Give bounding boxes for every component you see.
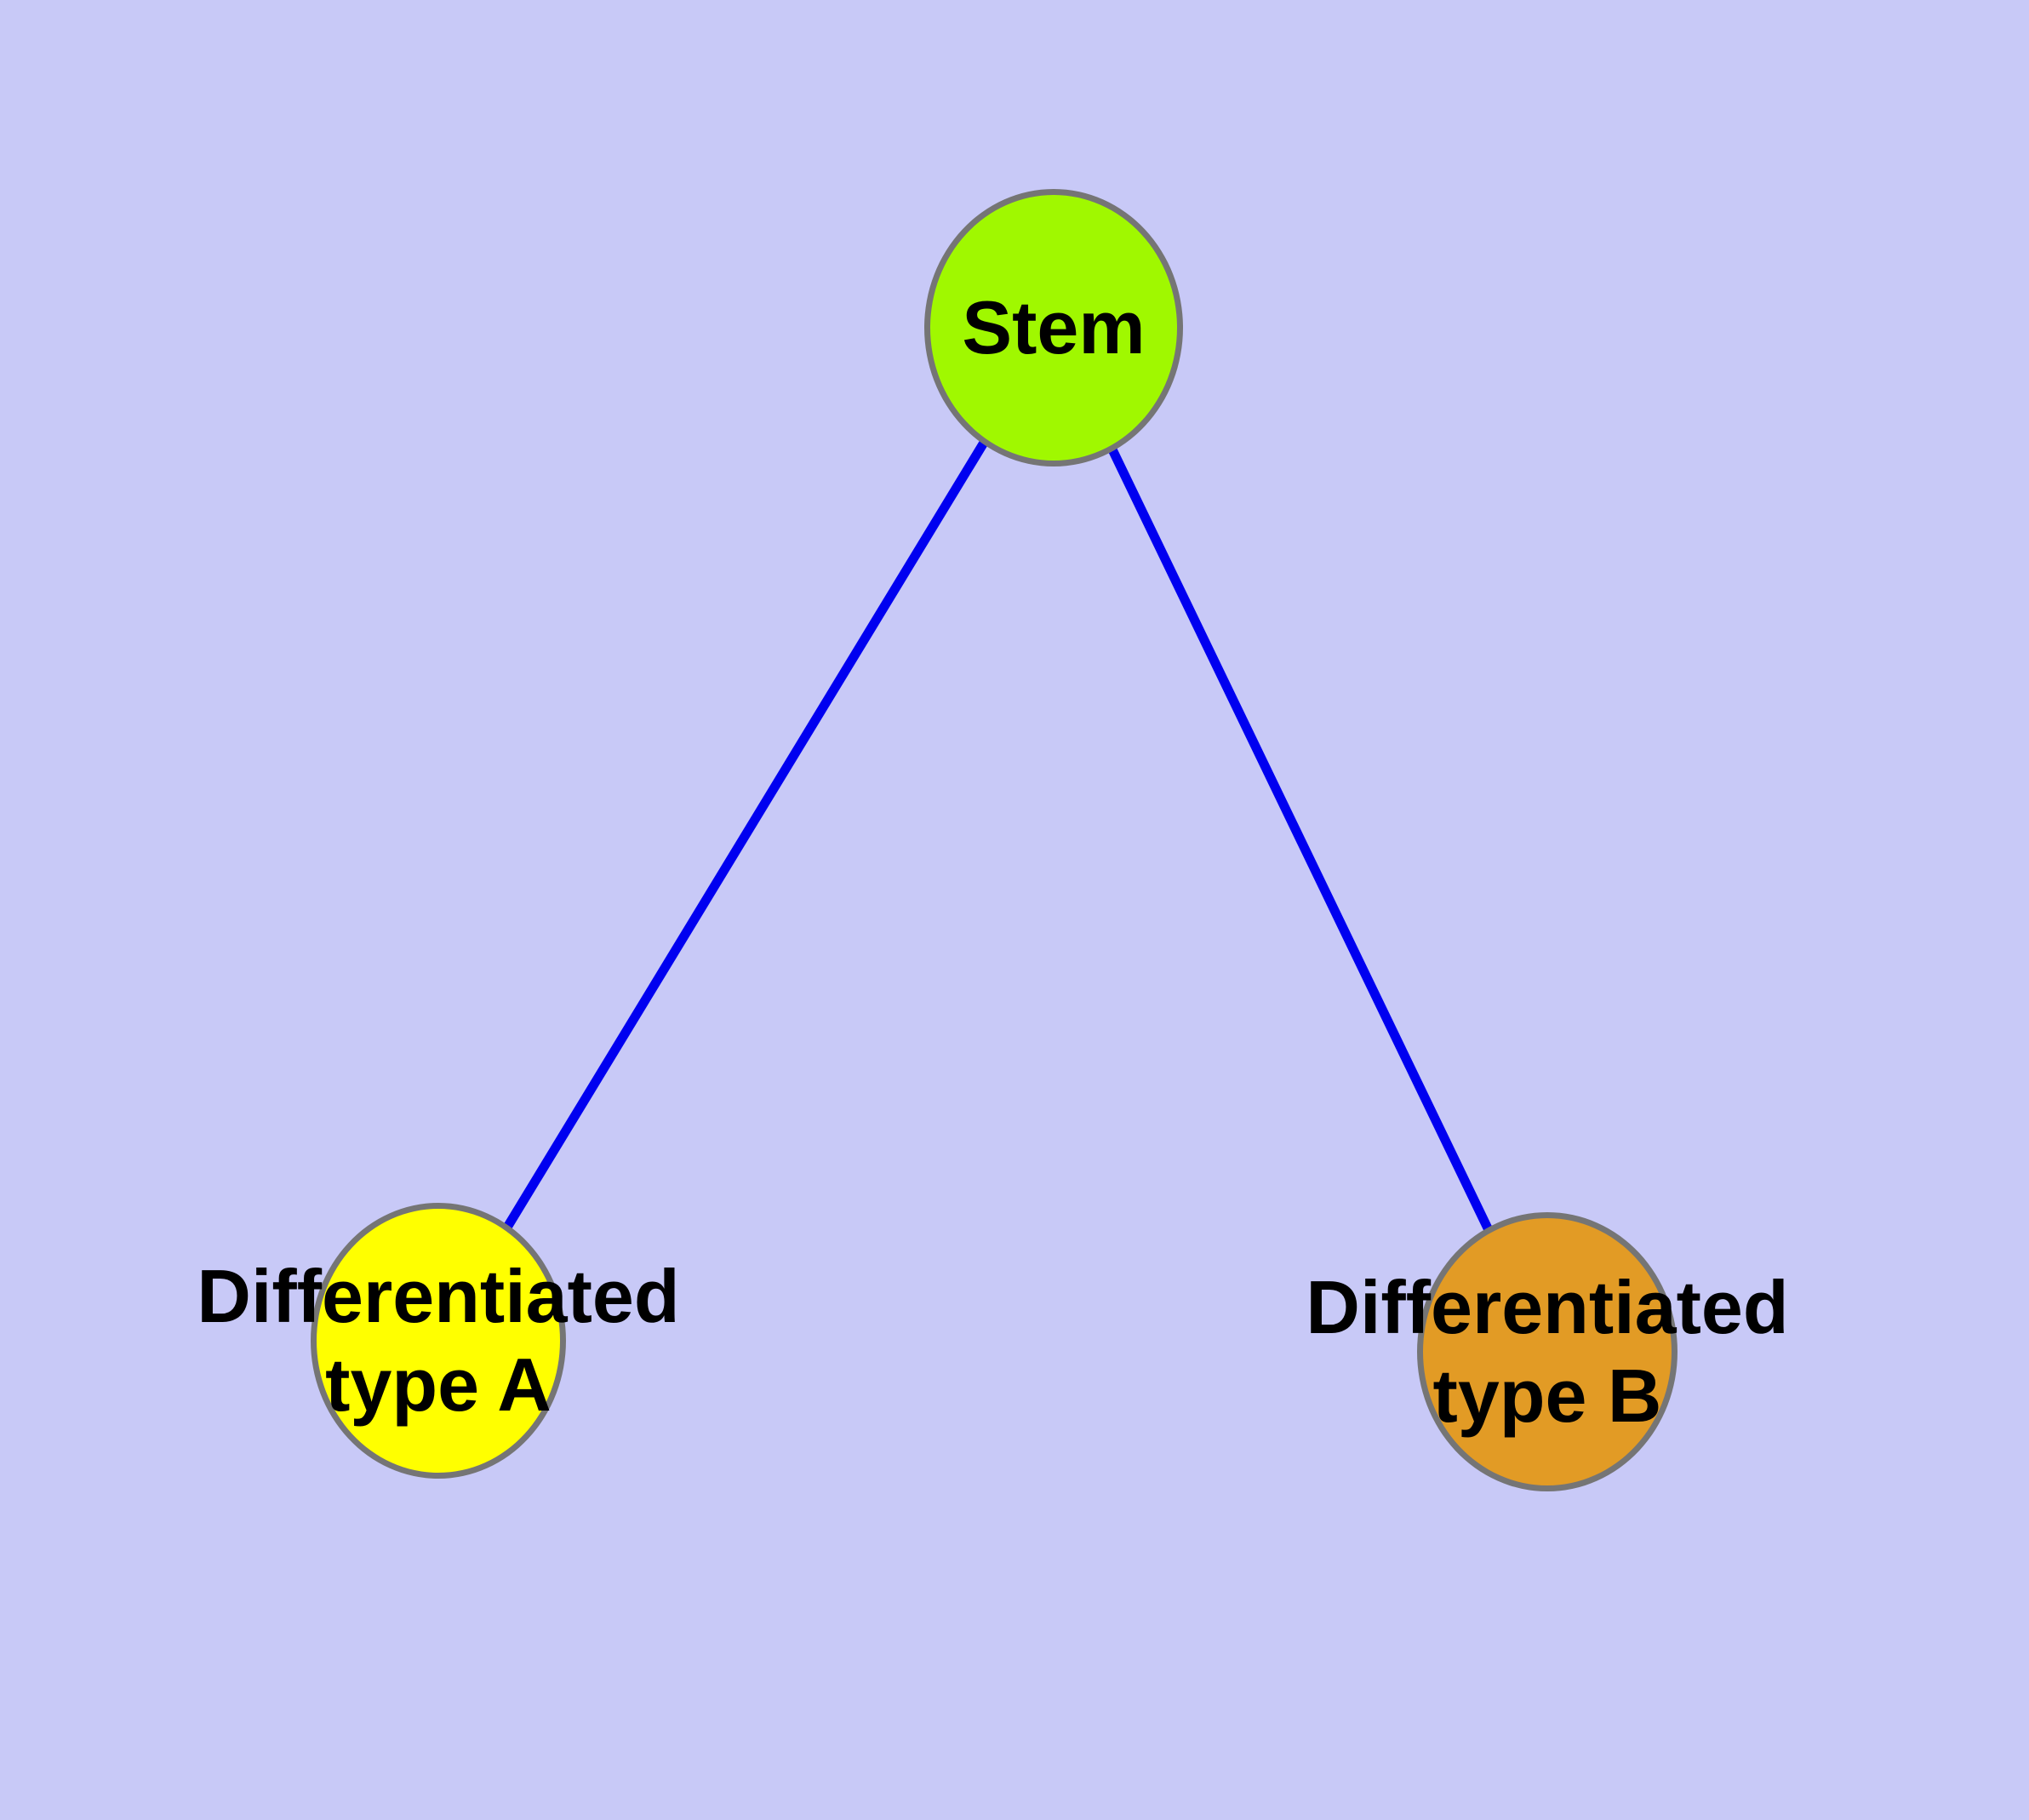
edge-stem-to-type-a [434,325,1058,1343]
node-type-b [1417,1212,1677,1491]
node-type-a [311,1203,566,1479]
edge-stem-to-type-b [1049,325,1552,1354]
node-stem [924,189,1183,466]
